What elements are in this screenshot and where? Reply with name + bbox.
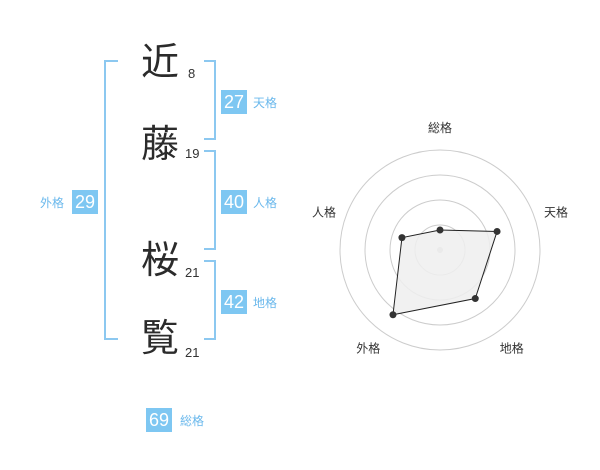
gaikaku-bracket <box>104 60 118 340</box>
name-char-2: 藤 <box>141 122 180 166</box>
name-char-1: 近 <box>141 40 180 84</box>
jinkaku-label: 人格 <box>253 196 278 210</box>
radar-ring-4 <box>339 149 541 351</box>
radar-axis-label-4: 外格 <box>356 341 380 356</box>
stroke-count-4: 21 <box>185 345 200 360</box>
radar-axis-label-5: 人格 <box>312 204 336 219</box>
jinkaku-bracket <box>204 150 216 250</box>
radar-axis-label-3: 地格 <box>500 341 524 356</box>
jinkaku-badge: 40 <box>221 190 247 214</box>
tenkaku-badge: 27 <box>221 90 247 114</box>
radar-axis-label-2: 天格 <box>544 204 568 219</box>
gaikaku-label: 外格 <box>40 196 65 210</box>
chikaku-bracket <box>204 260 216 340</box>
radar-ring-3 <box>364 174 516 326</box>
radar-point-3 <box>471 295 479 303</box>
gaikaku-badge: 29 <box>72 190 98 214</box>
radar-point-5 <box>398 234 406 242</box>
stroke-count-1: 8 <box>188 66 196 81</box>
radar-point-4 <box>389 311 397 319</box>
radar-point-1 <box>436 226 444 234</box>
tenkaku-bracket <box>204 60 216 140</box>
name-char-4: 覧 <box>141 316 180 360</box>
stroke-count-2: 19 <box>185 146 200 161</box>
stroke-count-3: 21 <box>185 265 200 280</box>
chikaku-badge: 42 <box>221 290 247 314</box>
soukaku-badge: 69 <box>146 408 172 432</box>
radar-series-polygon <box>392 229 498 316</box>
radar-point-2 <box>493 227 501 235</box>
soukaku-label: 総格 <box>180 414 205 428</box>
chikaku-label: 地格 <box>253 296 278 310</box>
tenkaku-label: 天格 <box>253 96 278 110</box>
radar-axis-label-1: 総格 <box>428 120 452 135</box>
name-char-3: 桜 <box>141 238 180 282</box>
